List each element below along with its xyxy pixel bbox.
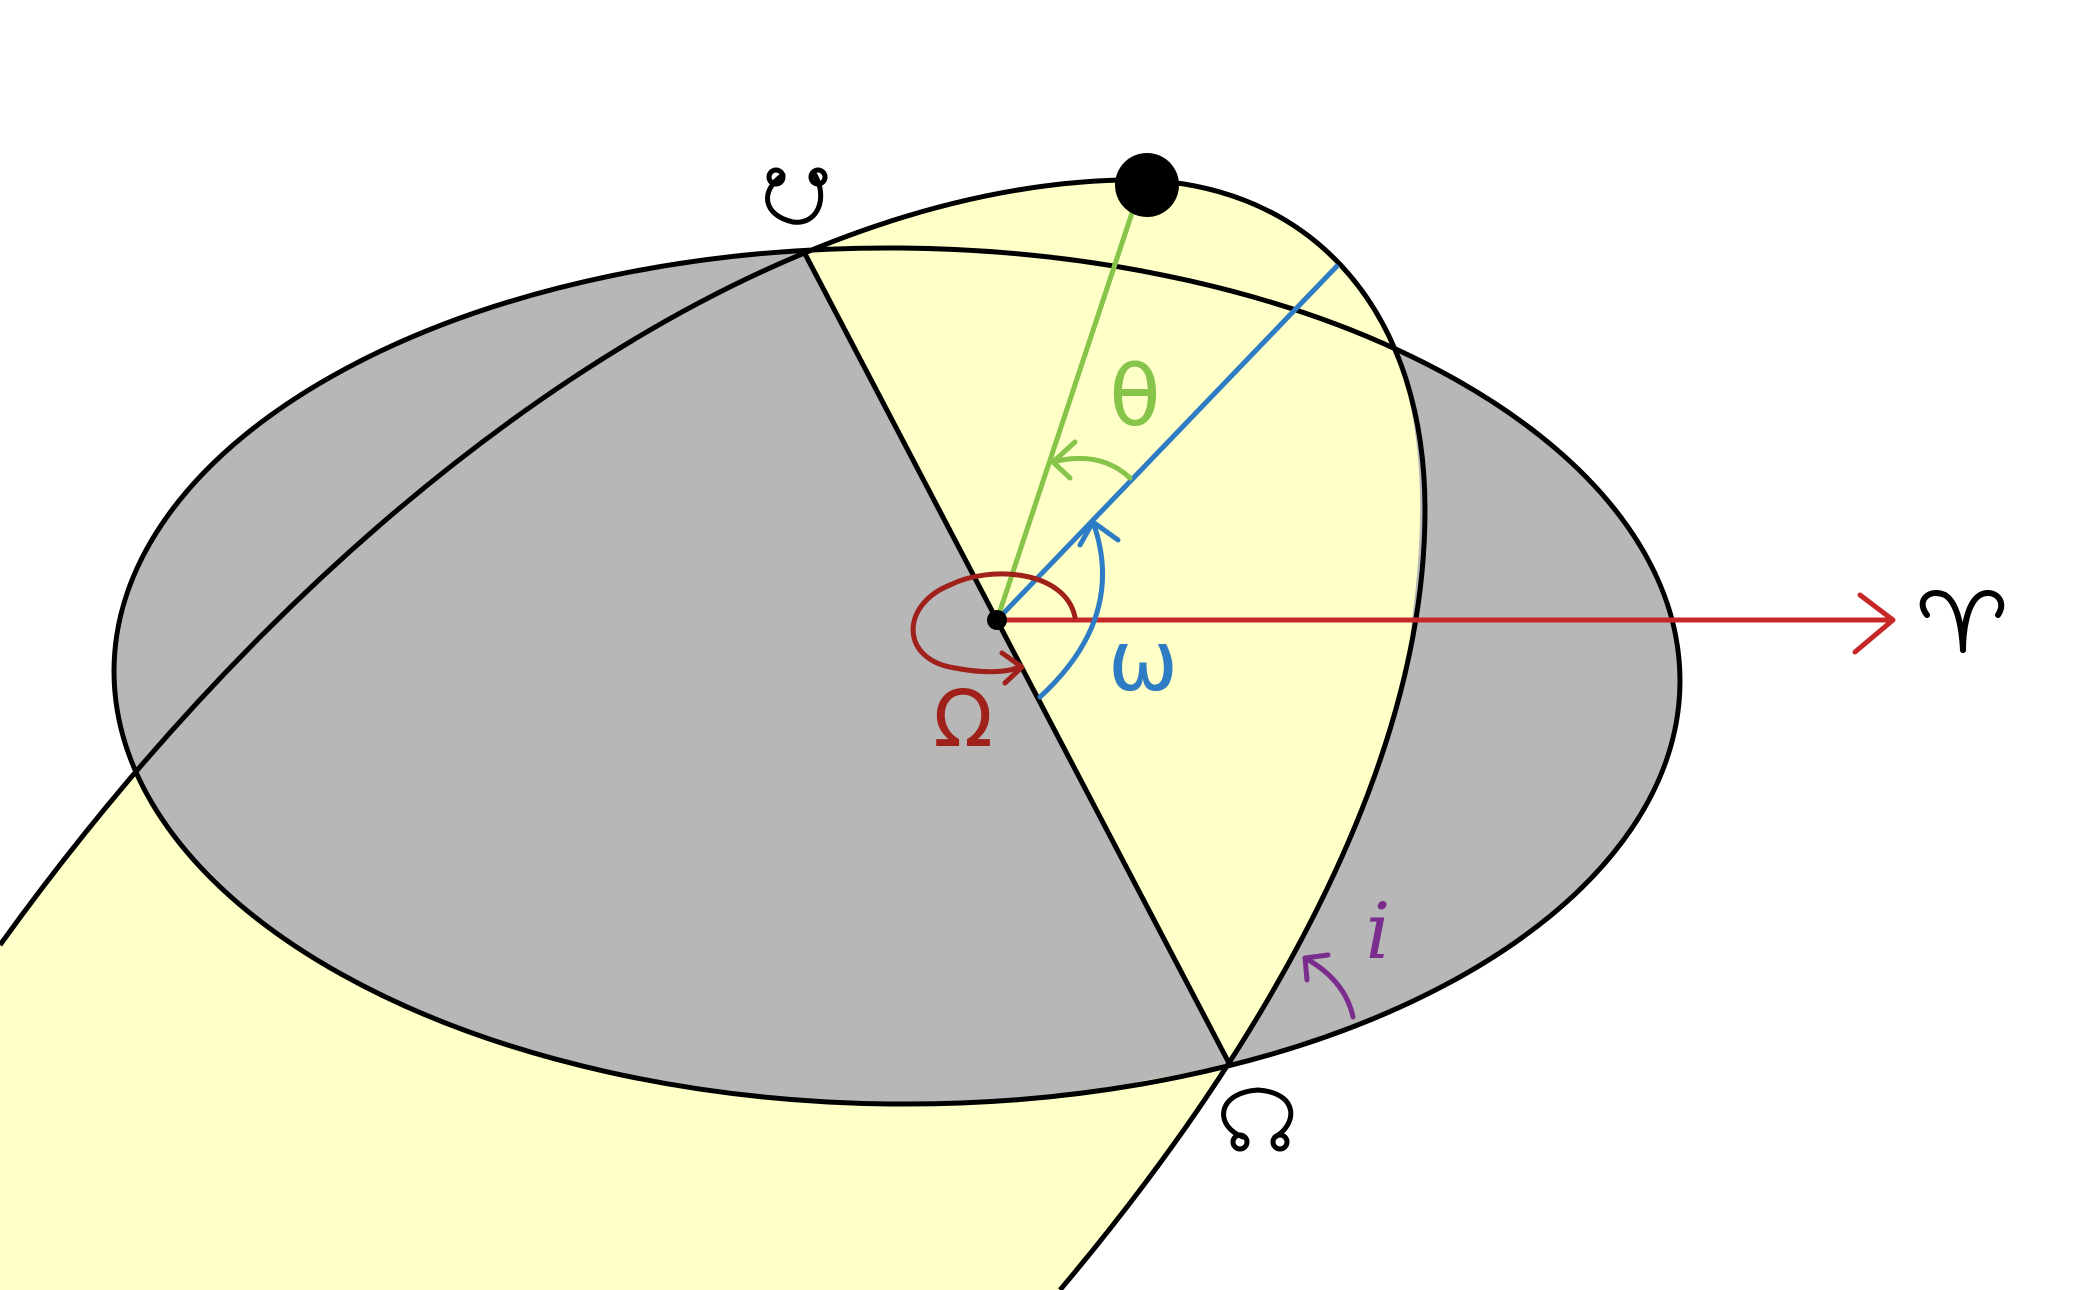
inclination-arrowhead — [1302, 952, 1331, 983]
inclination-arc — [1302, 955, 1356, 1020]
descending-node-symbol-icon — [765, 167, 828, 225]
ascending-node-symbol-icon — [1221, 1087, 1294, 1152]
argument-of-periapsis-label: ω — [1108, 612, 1178, 710]
true-anomaly-arc — [1050, 455, 1133, 481]
periapsis-direction-line — [995, 263, 1340, 622]
argument-of-periapsis-arc — [1037, 519, 1106, 700]
orbit-path — [0, 177, 1428, 1290]
reference-plane-outline — [111, 245, 1683, 1107]
orbiting-body — [1115, 153, 1179, 217]
radius-vector-line — [994, 209, 1136, 621]
longitude-ascending-node-loop — [910, 571, 1078, 675]
reference-plane-covering-right — [1250, 300, 1684, 1030]
vernal-equinox-arrowhead — [1852, 592, 1896, 655]
longitude-ascending-node-label: Ω — [933, 675, 993, 765]
inclination-label: i — [1366, 887, 1391, 977]
central-body-dot — [987, 610, 1007, 630]
argument-of-periapsis-arrowhead — [1077, 519, 1121, 548]
line-of-nodes — [800, 248, 1233, 1067]
aries-symbol-icon — [1919, 590, 2005, 653]
true-anomaly-arrowhead — [1050, 439, 1078, 481]
true-anomaly-label: θ — [1109, 347, 1160, 445]
longitude-ascending-node-arrowhead — [999, 650, 1025, 686]
